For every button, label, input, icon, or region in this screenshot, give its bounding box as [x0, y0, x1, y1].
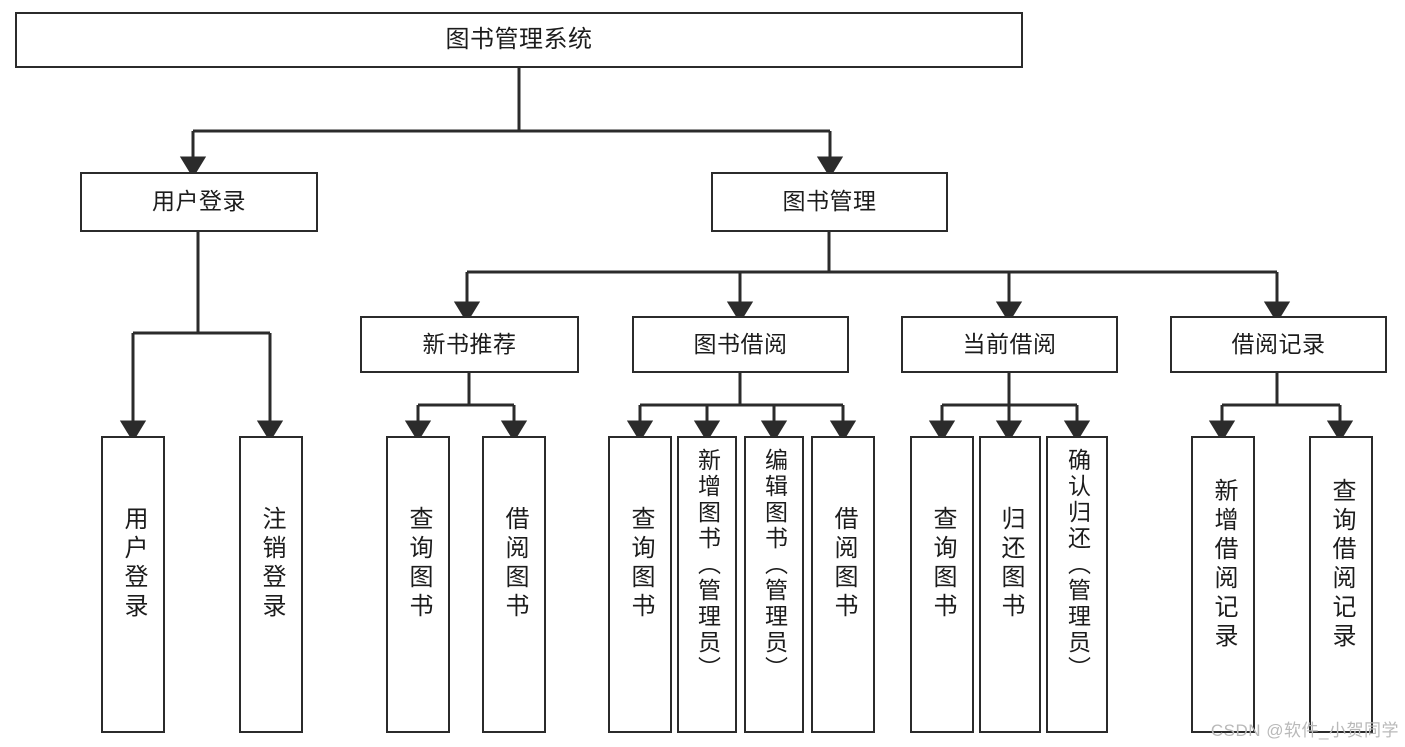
node-leaf-user-logout[interactable]: 注销登录 [239, 436, 303, 733]
node-book-borrow[interactable]: 图书借阅 [632, 316, 849, 373]
node-label: 图书借阅 [693, 330, 788, 357]
node-label: 图书管理 [782, 188, 877, 215]
node-borrow-record[interactable]: 借阅记录 [1170, 316, 1387, 373]
node-current-borrow[interactable]: 当前借阅 [901, 316, 1118, 373]
node-label: 借阅图书 [830, 506, 857, 622]
node-leaf-query-borrow-record[interactable]: 查询借阅记录 [1309, 436, 1373, 733]
node-leaf-edit-book[interactable]: 编辑图书（管理员） [744, 436, 804, 733]
node-leaf-add-borrow-record[interactable]: 新增借阅记录 [1191, 436, 1255, 733]
node-label: 查询图书 [405, 506, 432, 622]
node-label: 新书推荐 [422, 330, 517, 357]
node-leaf-borrow-book-recommend[interactable]: 借阅图书 [482, 436, 546, 733]
node-label: 归还图书 [997, 506, 1024, 622]
node-leaf-add-book[interactable]: 新增图书（管理员） [677, 436, 737, 733]
node-label: 用户登录 [120, 506, 147, 622]
node-leaf-confirm-return[interactable]: 确认归还（管理员） [1046, 436, 1108, 733]
csdn-watermark: CSDN @软件_小贺同学 [1210, 721, 1399, 740]
node-user-login[interactable]: 用户登录 [80, 172, 318, 232]
node-label: 注销登录 [258, 506, 285, 622]
node-label: 用户登录 [152, 188, 246, 215]
node-label: 借阅记录 [1231, 330, 1326, 357]
node-leaf-query-book-recommend[interactable]: 查询图书 [386, 436, 450, 733]
node-label: 图书管理系统 [445, 25, 593, 53]
node-leaf-query-book-current[interactable]: 查询图书 [910, 436, 974, 733]
node-label: 查询借阅记录 [1328, 478, 1355, 652]
node-label: 查询图书 [627, 506, 654, 622]
node-label: 新增借阅记录 [1210, 478, 1237, 652]
node-label: 当前借阅 [962, 330, 1057, 357]
node-label: 借阅图书 [501, 506, 528, 622]
node-label: 查询图书 [929, 506, 956, 622]
node-label: 编辑图书（管理员） [761, 448, 788, 682]
node-new-book-recommend[interactable]: 新书推荐 [360, 316, 579, 373]
node-leaf-borrow-book-borrow[interactable]: 借阅图书 [811, 436, 875, 733]
node-label: 新增图书（管理员） [694, 448, 721, 682]
node-leaf-user-login[interactable]: 用户登录 [101, 436, 165, 733]
node-book-management[interactable]: 图书管理 [711, 172, 948, 232]
node-leaf-query-book-borrow[interactable]: 查询图书 [608, 436, 672, 733]
node-root-book-management-system[interactable]: 图书管理系统 [15, 12, 1023, 68]
node-label: 确认归还（管理员） [1064, 448, 1091, 682]
node-leaf-return-book[interactable]: 归还图书 [979, 436, 1041, 733]
